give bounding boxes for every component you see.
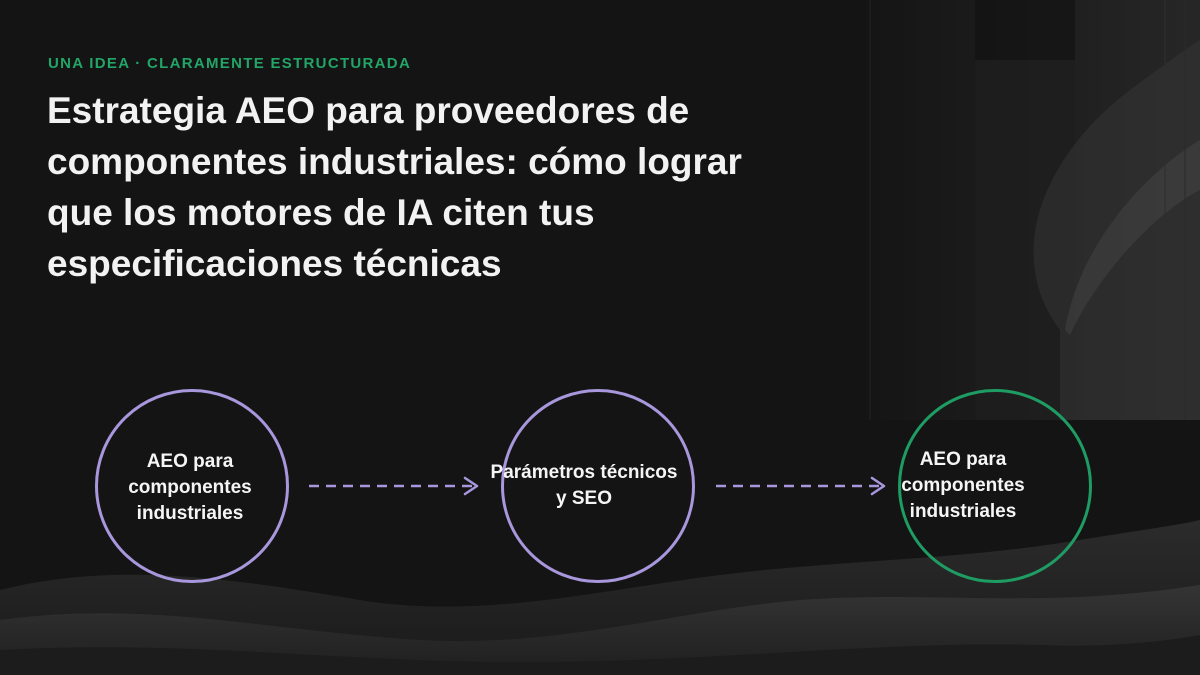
slide-kicker: UNA IDEA · CLARAMENTE ESTRUCTURADA bbox=[48, 55, 412, 72]
flow-node-3 bbox=[898, 389, 1092, 583]
flow-node-3-label: AEO para componentes industriales bbox=[901, 449, 1025, 522]
flow-node-2-label: Parámetros técnicos y SEO bbox=[490, 462, 678, 509]
flow-node-1 bbox=[95, 389, 289, 583]
flow-arrow-1 bbox=[309, 476, 479, 496]
slide-title: Estrategia AEO para proveedores de compo… bbox=[47, 90, 742, 284]
flow-node-2 bbox=[501, 389, 695, 583]
flow-node-1-label: AEO para componentes industriales bbox=[128, 451, 252, 524]
flow-arrow-2 bbox=[716, 476, 886, 496]
